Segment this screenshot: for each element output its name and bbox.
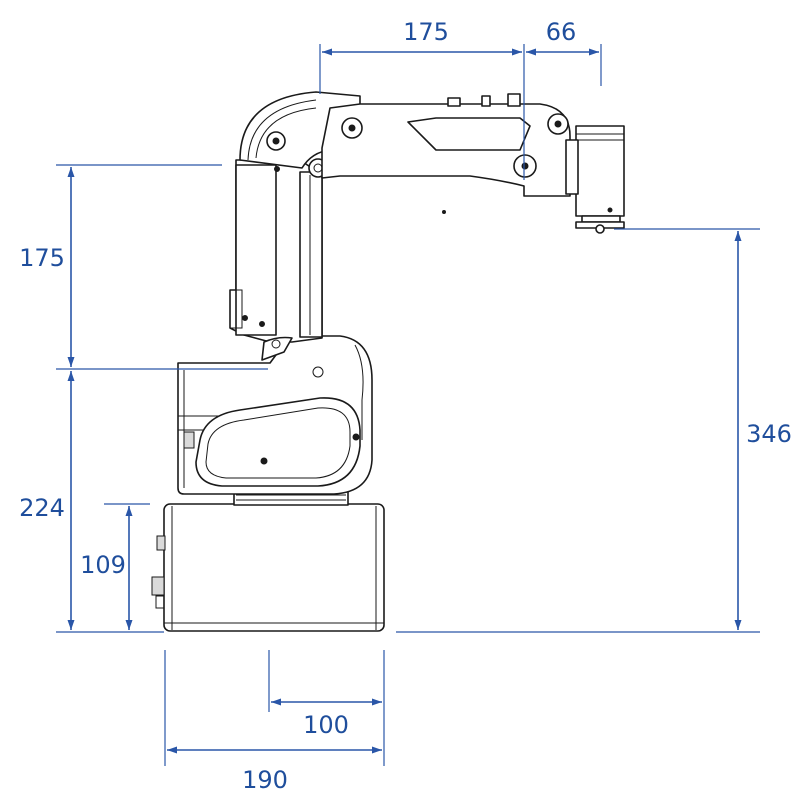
dimension-labels: 175 66 175 346 224 109 100 190 — [19, 18, 792, 794]
forearm — [321, 93, 571, 214]
base-box — [151, 503, 385, 632]
label-left-upper-arm: 175 — [19, 244, 65, 272]
label-bottom-offset: 100 — [303, 711, 349, 739]
label-bottom-base-width: 190 — [242, 766, 288, 794]
shoulder-link — [195, 397, 361, 487]
label-top-end-offset: 66 — [546, 18, 577, 46]
end-effector — [565, 125, 625, 234]
label-top-arm-reach: 175 — [403, 18, 449, 46]
dimension-lines — [56, 44, 760, 766]
label-right-total-height: 346 — [746, 420, 792, 448]
label-left-base-height: 109 — [80, 551, 126, 579]
label-left-shoulder-height: 224 — [19, 494, 65, 522]
upper-arm — [229, 159, 323, 361]
robot-arm — [151, 91, 625, 632]
